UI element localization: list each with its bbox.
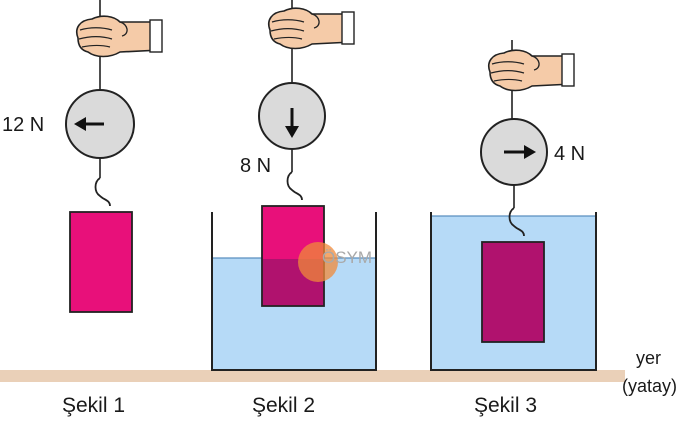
ground-label: yer — [636, 348, 661, 368]
hook — [508, 207, 525, 237]
hand-icon — [267, 7, 355, 50]
hand-icon — [75, 15, 163, 58]
hand-icon — [487, 49, 575, 92]
force-label: 4 N — [554, 143, 585, 165]
hook — [94, 177, 111, 207]
container — [430, 212, 597, 371]
arrow-left-icon — [74, 117, 86, 131]
ground-label-sub: (yatay) — [622, 376, 677, 396]
figure-2: ÖSYM 8 N Şekil 2 — [211, 0, 377, 417]
figure-caption: Şekil 2 — [252, 394, 315, 417]
watermark: ÖSYM — [322, 248, 372, 267]
arrow-right-icon — [524, 145, 536, 159]
container — [211, 212, 377, 371]
figure-1: 12 N Şekil 1 — [2, 0, 163, 417]
watermark-logo — [298, 242, 338, 282]
force-label: 8 N — [240, 155, 271, 177]
arrow-down-icon — [285, 126, 299, 138]
figure-caption: Şekil 3 — [474, 394, 537, 417]
block — [481, 241, 545, 343]
block — [69, 211, 133, 313]
figure-caption: Şekil 1 — [62, 394, 125, 417]
hook — [286, 171, 303, 201]
force-label: 12 N — [2, 114, 44, 136]
figure-3: 4 N Şekil 3 — [430, 40, 597, 417]
ground-strip — [0, 370, 625, 382]
